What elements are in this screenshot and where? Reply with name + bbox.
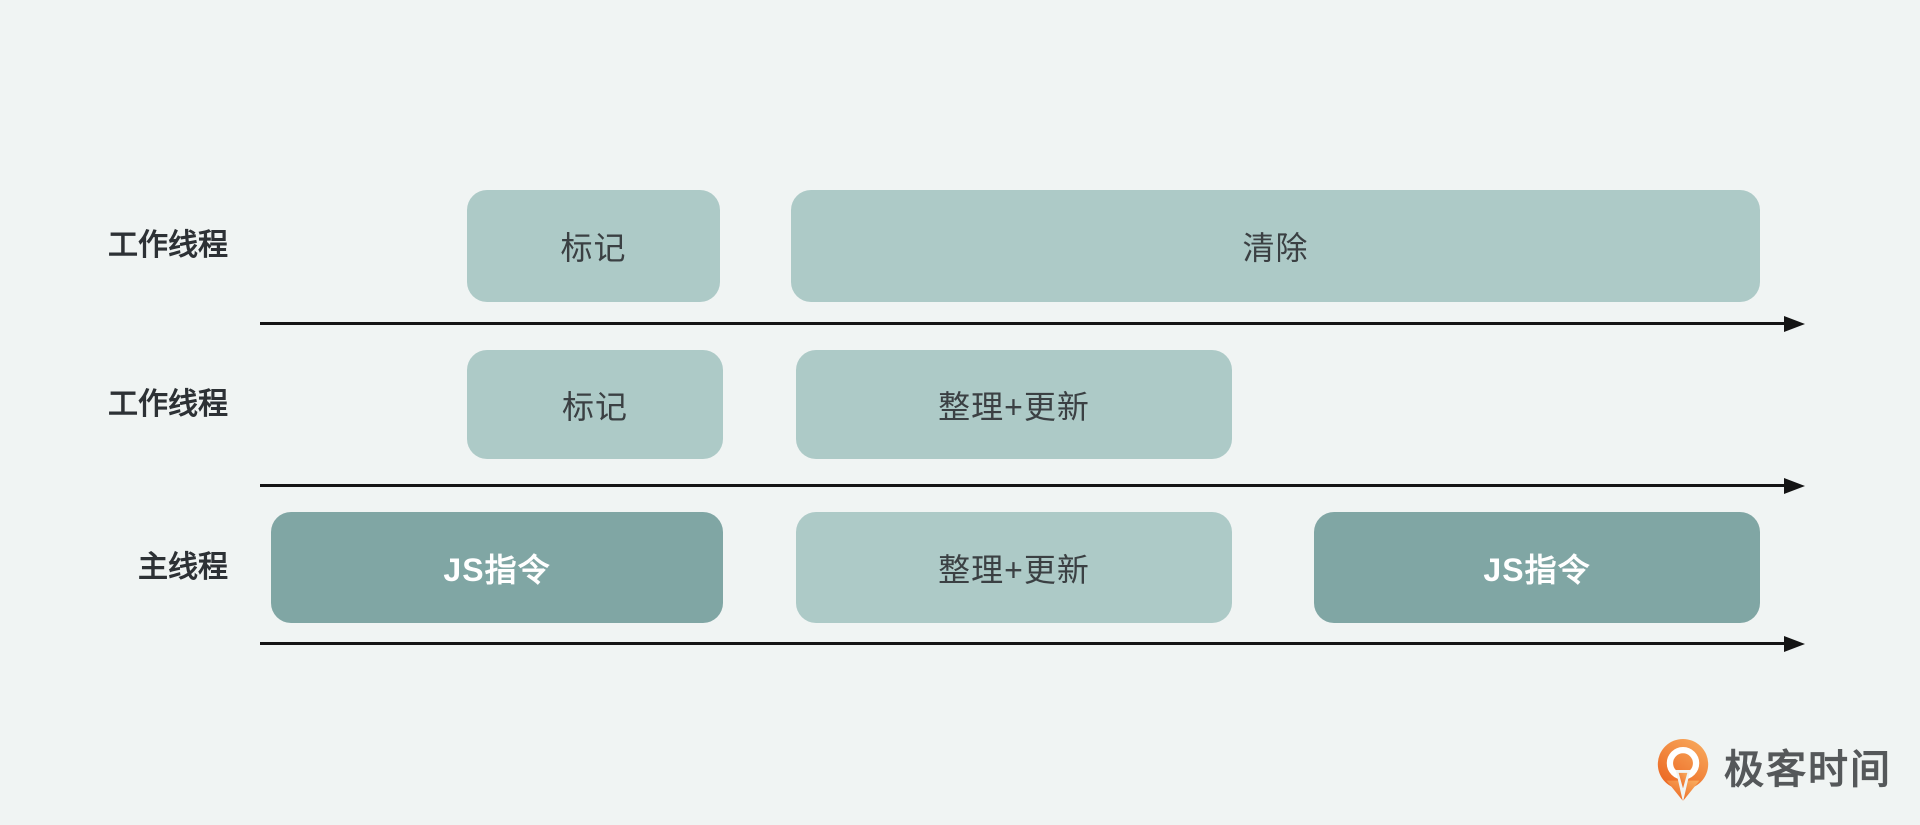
block-sweep-row1: 清除 <box>791 190 1760 302</box>
timeline-arrow-1 <box>260 315 1805 332</box>
block-mark-row2: 标记 <box>467 350 723 459</box>
timeline-arrow-3 <box>260 635 1805 652</box>
block-js-instructions-1: JS指令 <box>271 512 723 623</box>
arrowhead-icon <box>1784 477 1805 494</box>
geektime-pin-icon <box>1657 739 1709 802</box>
row-label-worker-thread-1: 工作线程 <box>108 229 228 262</box>
arrowhead-icon <box>1784 315 1805 332</box>
timeline-arrow-2 <box>260 477 1805 494</box>
row-label-worker-thread-2: 工作线程 <box>108 388 228 421</box>
block-compact-update-row3: 整理+更新 <box>796 512 1232 623</box>
geektime-logo-text: 极客时间 <box>1724 748 1892 792</box>
arrowhead-icon <box>1784 635 1805 652</box>
block-mark-row1: 标记 <box>467 190 720 302</box>
geektime-logo: 极客时间 <box>1652 738 1892 802</box>
block-js-instructions-2: JS指令 <box>1314 512 1760 623</box>
row-label-main-thread: 主线程 <box>138 551 228 584</box>
block-compact-update-row2: 整理+更新 <box>796 350 1232 459</box>
